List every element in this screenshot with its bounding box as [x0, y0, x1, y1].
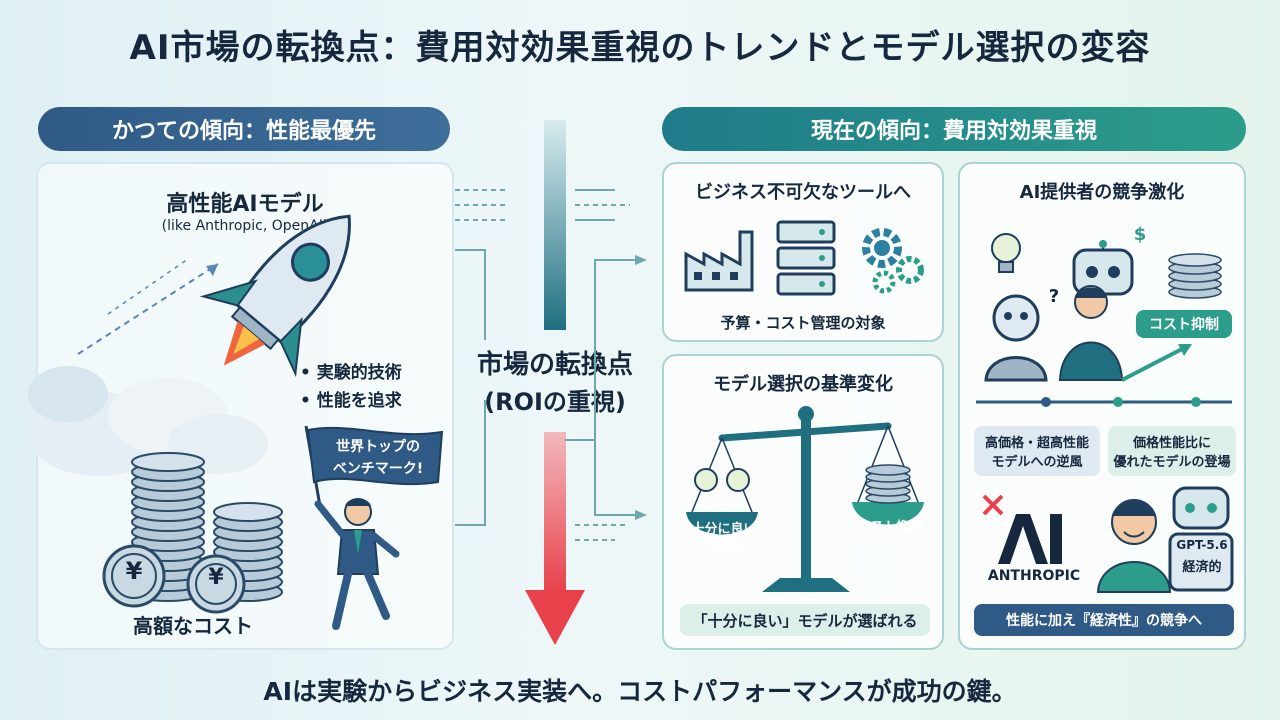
- humanoid-robot-icon: [984, 294, 1048, 382]
- model-subtitle: (like Anthropic, OpenAI): [161, 218, 329, 234]
- selection-criteria-panel: モデル選択の基準変化 十分に良い 性能 コスト抑制 「十分に良い」モデルが選ばれ…: [662, 354, 944, 650]
- timeline-icon: [976, 397, 1232, 407]
- server-icon: [776, 220, 836, 296]
- cost-control-pan: コスト抑制: [857, 520, 923, 535]
- turning-point-label: 市場の転換点: [476, 350, 633, 380]
- flag-text-line1: 世界トップの: [336, 439, 420, 455]
- business-tool-title: ビジネス不可欠なツールへ: [695, 182, 911, 203]
- upward-arrow-icon: [77, 258, 219, 355]
- model-title: 高性能AIモデル: [166, 192, 324, 217]
- bullet-experimental: • 実験的技術: [300, 363, 402, 383]
- person-icon: [1058, 285, 1124, 381]
- circuit-connector: [455, 189, 647, 541]
- page-title: AI市場の転換点：費用対効果重視のトレンドとモデル選択の変容: [129, 28, 1151, 68]
- yen-symbol-2: ¥: [208, 565, 224, 590]
- economy-competition-caption: 性能に加え『経済性』の競争へ: [974, 604, 1234, 636]
- smoke-cloud-icon: [28, 366, 268, 476]
- flag-text-line2: ベンチマーク!: [332, 461, 424, 477]
- gpt-model-name: GPT-5.6: [1176, 538, 1228, 552]
- current-trend-banner: 現在の傾向：費用対効果重視: [662, 107, 1246, 151]
- transition-arrow: [525, 120, 585, 645]
- business-tool-panel: ビジネス不可欠なツールへ 予算・コスト管理の対象: [662, 162, 944, 342]
- headwind-line2: モデルへの逆風: [991, 455, 1083, 470]
- business-tool-caption: 予算・コスト管理の対象: [720, 314, 886, 332]
- cost-control-chip: コスト抑制: [1136, 310, 1232, 338]
- past-trend-panel: 高性能AIモデル (like Anthropic, OpenAI) • 実験的技…: [28, 162, 454, 650]
- friendly-robot-icon: [1168, 486, 1234, 592]
- value-model-line2: 優れたモデルの登場: [1113, 455, 1231, 470]
- competition-panel: AI提供者の競争激化 $ ? コスト抑制: [958, 162, 1246, 650]
- yen-symbol-1: ¥: [125, 557, 143, 585]
- headwind-line1: 高価格・超高性能: [984, 436, 1089, 451]
- bullet-performance: • 性能を追求: [300, 391, 402, 411]
- gear-icon: [862, 228, 924, 294]
- dollar-symbol: $: [1133, 224, 1147, 245]
- coin-stack-icon: [1168, 253, 1222, 299]
- businessman-icon: [314, 498, 400, 630]
- red-x-icon: [982, 494, 1004, 516]
- anthropic-logo-text: ANTHROPIC: [987, 568, 1081, 584]
- factory-icon: [684, 230, 754, 292]
- good-enough-caption: 「十分に良い」モデルが選ばれる: [680, 604, 930, 636]
- value-model-note: 価格性能比に 優れたモデルの登場: [1108, 426, 1236, 476]
- rocket-icon: [199, 214, 351, 378]
- smiling-person-icon: [1096, 499, 1172, 593]
- past-trend-banner: かつての傾向：性能最優先: [38, 107, 450, 151]
- good-enough-line1: 十分に良い: [691, 522, 757, 537]
- competition-title: AI提供者の競争激化: [1019, 182, 1185, 203]
- good-enough-line2: 性能: [710, 538, 737, 553]
- rising-arrow-icon: [1121, 344, 1192, 382]
- roi-label: (ROIの重視): [484, 388, 626, 416]
- question-mark: ?: [1048, 286, 1060, 307]
- lightbulb-icon: [991, 233, 1021, 273]
- value-model-line1: 価格性能比に: [1132, 436, 1211, 451]
- flag-icon: [304, 425, 444, 507]
- anthropic-logo-icon: [998, 514, 1062, 564]
- selection-criteria-title: モデル選択の基準変化: [713, 374, 893, 395]
- yen-coin-icon: [102, 544, 246, 614]
- gpt-economical: 経済的: [1182, 560, 1222, 575]
- cost-label: 高額なコスト: [133, 614, 253, 638]
- balance-scale-icon: [686, 406, 924, 592]
- footer-message: AIは実験からビジネス実装へ。コストパフォーマンスが成功の鍵。: [263, 677, 1017, 706]
- headwind-note: 高価格・超高性能 モデルへの逆風: [974, 426, 1100, 476]
